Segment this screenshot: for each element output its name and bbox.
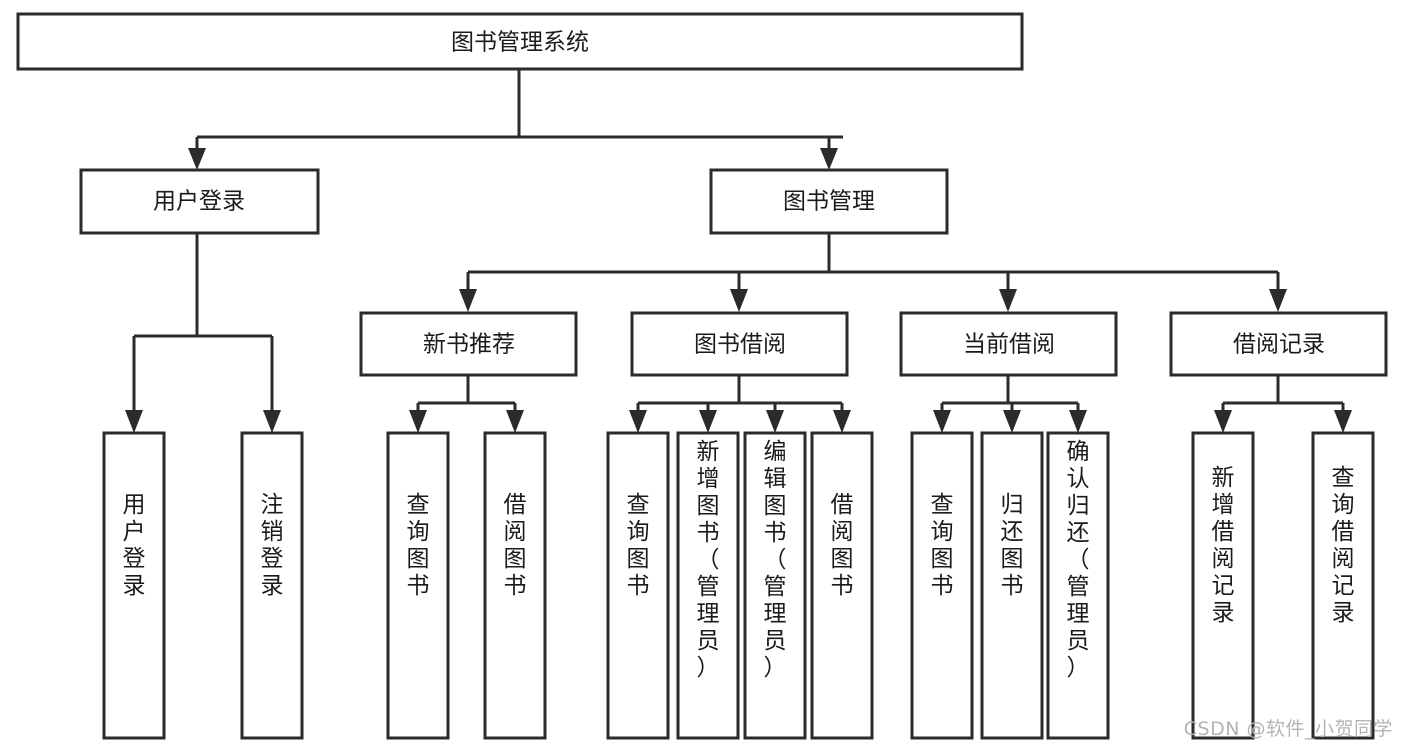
node-leaf-user-login[interactable]: 用户登录 bbox=[102, 431, 166, 740]
edges-book-management-to-level3 bbox=[459, 233, 1287, 312]
node-leaf-confirm-return-box bbox=[1046, 431, 1110, 740]
node-leaf-query-record[interactable]: 查询借阅记录 bbox=[1311, 431, 1375, 740]
node-current-borrow-label: 当前借阅 bbox=[963, 332, 1055, 358]
node-leaf-borrow-book-1-label: 借阅图书 bbox=[504, 492, 527, 599]
node-book-borrow-label: 图书借阅 bbox=[694, 332, 786, 358]
edges-current-borrow-to-leaves bbox=[933, 375, 1087, 433]
node-leaf-edit-book-label: 编辑图书（管理员） bbox=[764, 439, 787, 681]
arrow-to-current-borrow bbox=[999, 289, 1017, 312]
node-leaf-borrow-book-1-box bbox=[483, 431, 547, 740]
csdn-watermark: CSDN @软件_小贺同学 bbox=[1183, 718, 1393, 740]
node-leaf-return-book[interactable]: 归还图书 bbox=[980, 431, 1044, 740]
edges-book-borrow-to-leaves bbox=[629, 375, 851, 433]
arrow-to-leaf-query-book-3 bbox=[933, 410, 951, 433]
node-leaf-borrow-book-1[interactable]: 借阅图书 bbox=[483, 431, 547, 740]
node-leaf-add-record-label: 新增借阅记录 bbox=[1212, 465, 1235, 626]
arrow-to-leaf-return-book bbox=[1003, 410, 1021, 433]
node-leaf-query-book-2-label: 查询图书 bbox=[627, 492, 650, 599]
node-borrow-record-label: 借阅记录 bbox=[1233, 332, 1325, 358]
arrow-to-leaf-confirm-return bbox=[1069, 410, 1087, 433]
arrow-to-leaf-edit-book bbox=[766, 410, 784, 433]
node-leaf-add-book-label: 新增图书（管理员） bbox=[697, 439, 720, 681]
node-current-borrow-box bbox=[899, 311, 1118, 377]
edges-user-login-to-leaves bbox=[125, 233, 281, 433]
arrow-to-leaf-borrow-book-2 bbox=[833, 410, 851, 433]
arrow-to-new-book-recommend bbox=[459, 289, 477, 312]
arrow-to-user-login bbox=[188, 148, 206, 170]
node-leaf-edit-book[interactable]: 编辑图书（管理员） bbox=[743, 431, 807, 740]
node-leaf-add-record[interactable]: 新增借阅记录 bbox=[1191, 431, 1255, 740]
edges-root-to-level2 bbox=[188, 69, 843, 170]
node-leaf-edit-book-box bbox=[743, 431, 807, 740]
arrow-to-leaf-user-login bbox=[125, 410, 143, 433]
arrow-to-book-borrow bbox=[730, 289, 748, 312]
node-leaf-query-book-1-label: 查询图书 bbox=[407, 492, 430, 599]
node-new-book-recommend-box bbox=[359, 311, 578, 377]
node-leaf-user-login-label: 用户登录 bbox=[123, 492, 146, 599]
arrow-to-leaf-query-book-1 bbox=[409, 410, 427, 433]
node-leaf-logout-login-label: 注销登录 bbox=[261, 492, 284, 599]
node-leaf-query-book-2-box bbox=[606, 431, 670, 740]
node-leaf-borrow-book-2-label: 借阅图书 bbox=[831, 492, 854, 599]
node-leaf-return-book-label: 归还图书 bbox=[1001, 492, 1024, 599]
node-book-borrow-box bbox=[630, 311, 849, 377]
node-leaf-add-book-box bbox=[676, 431, 740, 740]
node-leaf-query-book-3-box bbox=[910, 431, 974, 740]
arrow-to-borrow-record bbox=[1269, 289, 1287, 312]
node-borrow-record[interactable]: 借阅记录 bbox=[1169, 311, 1388, 377]
node-root-box bbox=[16, 12, 1024, 71]
edges-borrow-record-to-leaves bbox=[1214, 375, 1352, 433]
node-user-login-box bbox=[79, 168, 320, 235]
arrow-to-leaf-add-record bbox=[1214, 410, 1232, 433]
node-new-book-recommend[interactable]: 新书推荐 bbox=[359, 311, 578, 377]
node-leaf-borrow-book-2-box bbox=[810, 431, 874, 740]
arrow-to-book-management bbox=[820, 148, 838, 170]
node-book-management-box bbox=[709, 168, 949, 235]
node-leaf-borrow-book-2[interactable]: 借阅图书 bbox=[810, 431, 874, 740]
node-leaf-add-record-box bbox=[1191, 431, 1255, 740]
node-leaf-return-book-box bbox=[980, 431, 1044, 740]
node-leaf-query-record-label: 查询借阅记录 bbox=[1332, 465, 1355, 626]
edges-new-book-recommend-to-leaves bbox=[409, 375, 524, 433]
node-leaf-user-login-box bbox=[102, 431, 166, 740]
node-leaf-confirm-return-label: 确认归还（管理员） bbox=[1067, 439, 1090, 681]
arrow-to-leaf-add-book bbox=[699, 410, 717, 433]
arrow-to-leaf-query-book-2 bbox=[629, 410, 647, 433]
node-leaf-query-book-2[interactable]: 查询图书 bbox=[606, 431, 670, 740]
node-leaf-query-book-3-label: 查询图书 bbox=[931, 492, 954, 599]
node-leaf-query-record-box bbox=[1311, 431, 1375, 740]
node-leaf-logout-login[interactable]: 注销登录 bbox=[240, 431, 304, 740]
node-book-management[interactable]: 图书管理 bbox=[709, 168, 949, 235]
node-leaf-add-book[interactable]: 新增图书（管理员） bbox=[676, 431, 740, 740]
node-user-login[interactable]: 用户登录 bbox=[79, 168, 320, 235]
node-user-login-label: 用户登录 bbox=[153, 189, 245, 215]
node-book-management-label: 图书管理 bbox=[783, 189, 875, 215]
node-book-borrow[interactable]: 图书借阅 bbox=[630, 311, 849, 377]
node-root-label: 图书管理系统 bbox=[451, 30, 589, 56]
arrow-to-leaf-borrow-book-1 bbox=[506, 410, 524, 433]
node-borrow-record-box bbox=[1169, 311, 1388, 377]
node-leaf-logout-login-box bbox=[240, 431, 304, 740]
node-leaf-confirm-return[interactable]: 确认归还（管理员） bbox=[1046, 431, 1110, 740]
node-leaf-query-book-3[interactable]: 查询图书 bbox=[910, 431, 974, 740]
node-current-borrow[interactable]: 当前借阅 bbox=[899, 311, 1118, 377]
arrow-to-leaf-logout-login bbox=[263, 410, 281, 433]
arrow-to-leaf-query-record bbox=[1334, 410, 1352, 433]
node-new-book-recommend-label: 新书推荐 bbox=[423, 332, 515, 358]
node-leaf-query-book-1[interactable]: 查询图书 bbox=[386, 431, 450, 740]
node-leaf-query-book-1-box bbox=[386, 431, 450, 740]
node-root[interactable]: 图书管理系统 bbox=[16, 12, 1024, 71]
